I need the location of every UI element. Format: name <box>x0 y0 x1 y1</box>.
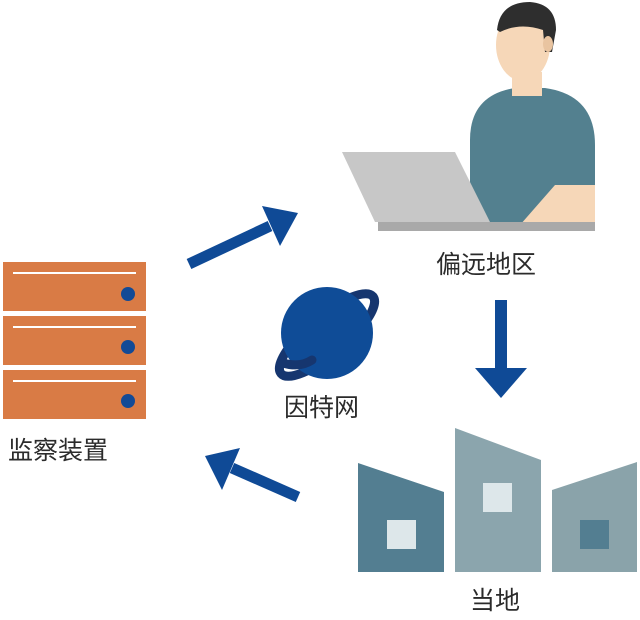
arrow-icon <box>205 448 301 503</box>
local-site-label: 当地 <box>470 586 521 615</box>
internet-label: 因特网 <box>284 393 360 422</box>
arrow-icon <box>186 206 298 269</box>
buildings-icon <box>358 428 637 572</box>
globe-icon <box>274 287 380 381</box>
server-rack-icon <box>3 262 146 419</box>
monitoring-device-label: 监察装置 <box>8 436 109 465</box>
remote-area-label: 偏远地区 <box>436 250 537 279</box>
person-at-laptop-icon <box>342 2 595 231</box>
arrow-icon <box>475 300 527 398</box>
